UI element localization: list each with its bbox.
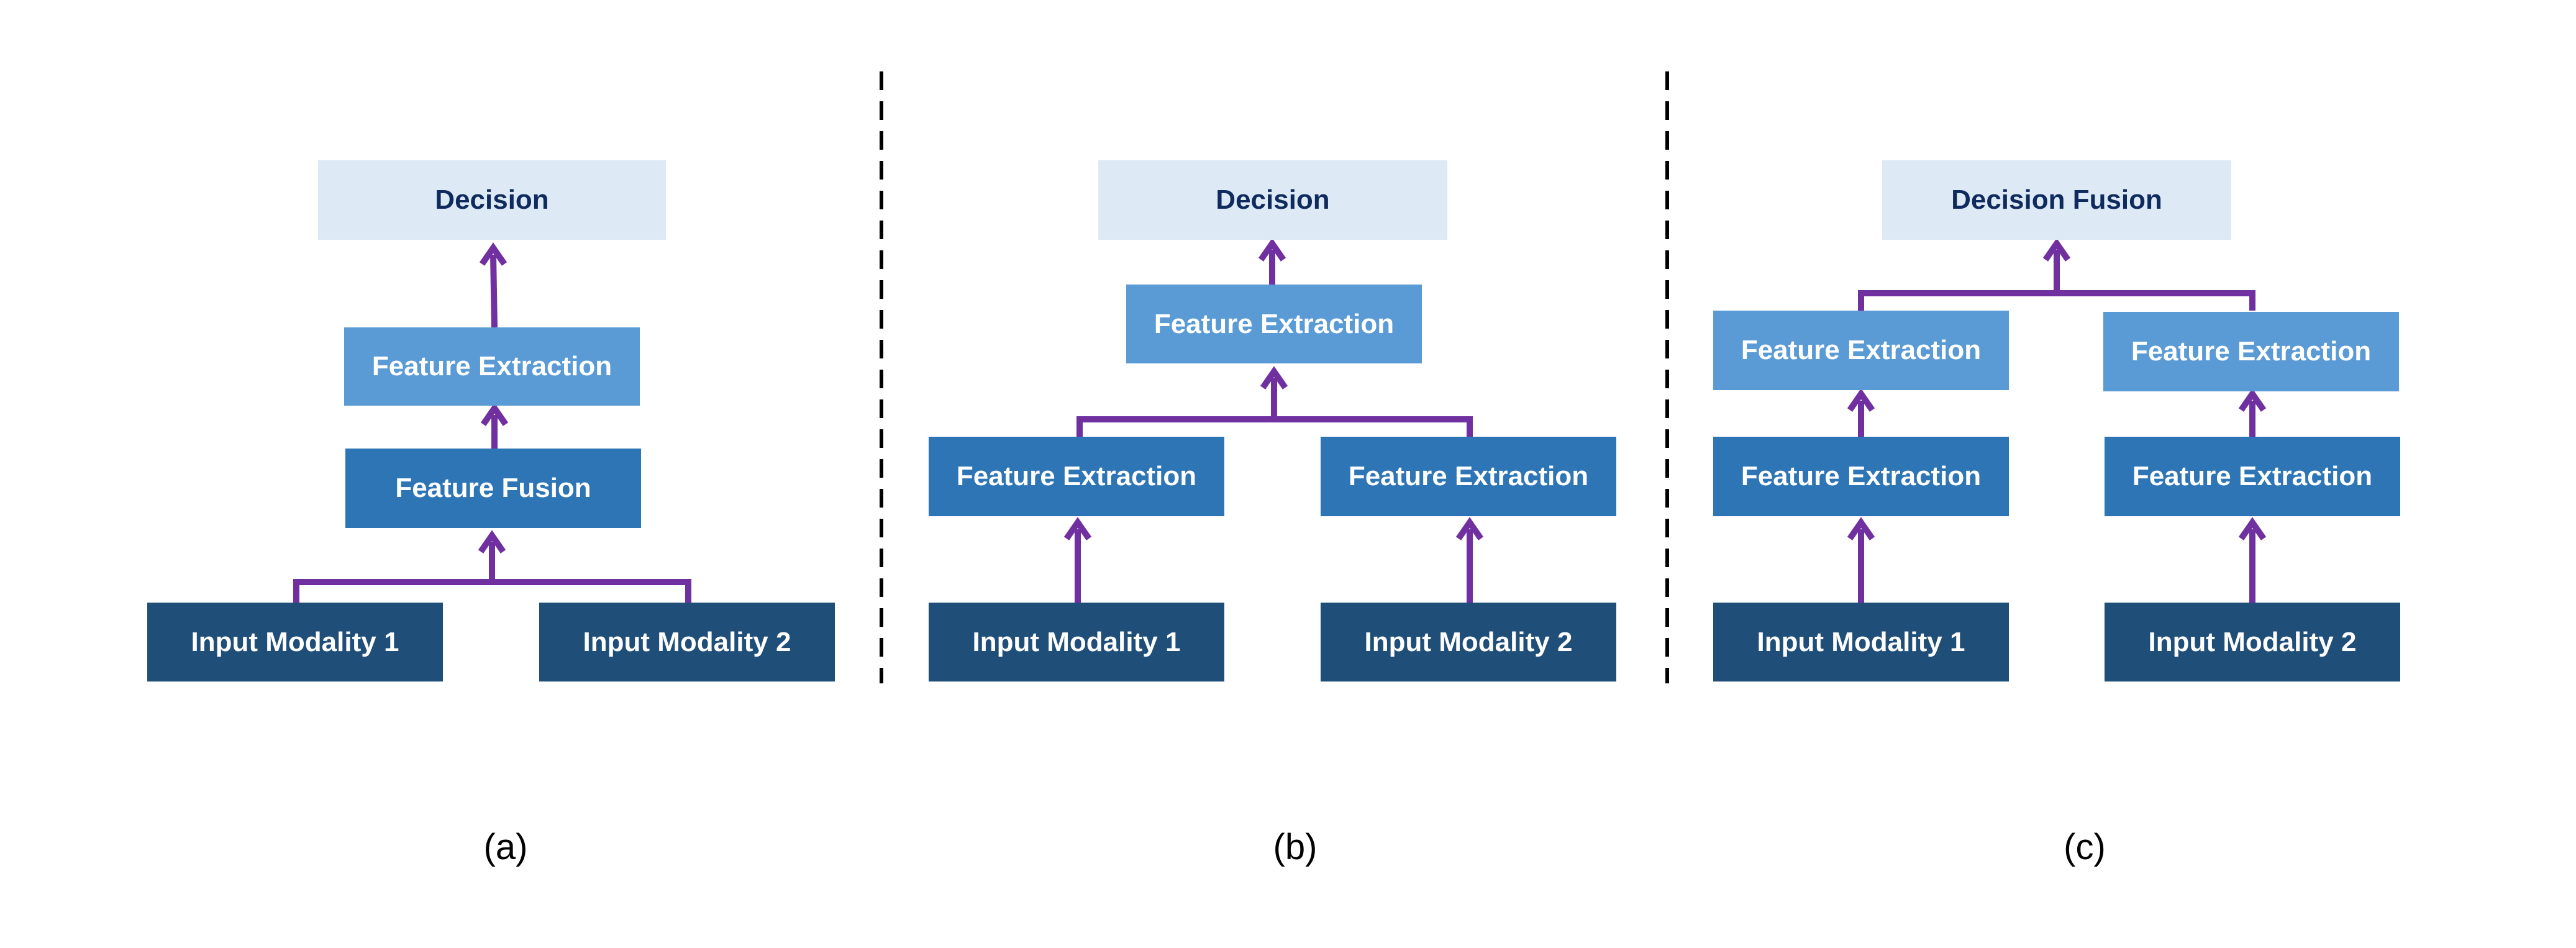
arrowhead-c-lower2-to-upper2 [2238, 388, 2267, 412]
panel-b-input-modality-1: Input Modality 1 [929, 603, 1224, 681]
arrowhead-b-input2 [1455, 517, 1484, 540]
panel-a-input-modality-2: Input Modality 2 [539, 603, 835, 681]
panel-b-feature-extraction-top: Feature Extraction [1126, 285, 1422, 363]
panel-c-caption: (c) [2064, 827, 2106, 867]
panel-c-feature-extraction-2-lower: Feature Extraction [2105, 437, 2400, 516]
connector-a-inputs-to-fusion [293, 579, 691, 603]
arrowhead-c-input1 [1847, 517, 1875, 540]
arrowhead-b-extraction-to-decision [1258, 238, 1286, 262]
panel-a-input-modality-1: Input Modality 1 [147, 603, 443, 681]
arrowhead-b-to-top-extraction [1260, 366, 1288, 390]
panel-c-feature-extraction-1-lower: Feature Extraction [1713, 437, 2009, 516]
panel-c-decision-fusion: Decision Fusion [1882, 160, 2231, 240]
panel-b-caption: (b) [1273, 827, 1318, 867]
arrowhead-c-lower1-to-upper1 [1847, 388, 1875, 412]
panel-a-feature-fusion: Feature Fusion [345, 449, 641, 528]
arrowhead-c-input2 [2238, 517, 2267, 540]
panel-a-decision: Decision [318, 160, 666, 240]
panel-a-feature-extraction: Feature Extraction [344, 327, 640, 406]
arrowhead-b-input1 [1063, 517, 1092, 540]
panel-b-feature-extraction-2: Feature Extraction [1321, 437, 1616, 516]
connector-c-extractions-to-decision [1858, 290, 2255, 311]
arrow-a-extraction-to-decision [490, 254, 498, 328]
arrowhead-a-extraction-to-decision [479, 242, 507, 266]
panel-b-feature-extraction-1: Feature Extraction [929, 437, 1224, 516]
panel-c-feature-extraction-2-upper: Feature Extraction [2103, 312, 2399, 391]
arrowhead-a-fusion-to-extraction [480, 403, 509, 426]
arrowhead-c-to-decision-fusion [2042, 238, 2071, 262]
panel-c-feature-extraction-1-upper: Feature Extraction [1713, 311, 2009, 390]
panel-b-decision: Decision [1098, 160, 1447, 240]
panel-c-input-modality-1: Input Modality 1 [1713, 603, 2009, 681]
connector-b-extractions-to-top [1076, 416, 1473, 437]
arrowhead-a-to-fusion [478, 530, 506, 554]
panel-c-input-modality-2: Input Modality 2 [2105, 603, 2400, 681]
panel-a-caption: (a) [483, 827, 528, 867]
panel-b-input-modality-2: Input Modality 2 [1321, 603, 1616, 681]
